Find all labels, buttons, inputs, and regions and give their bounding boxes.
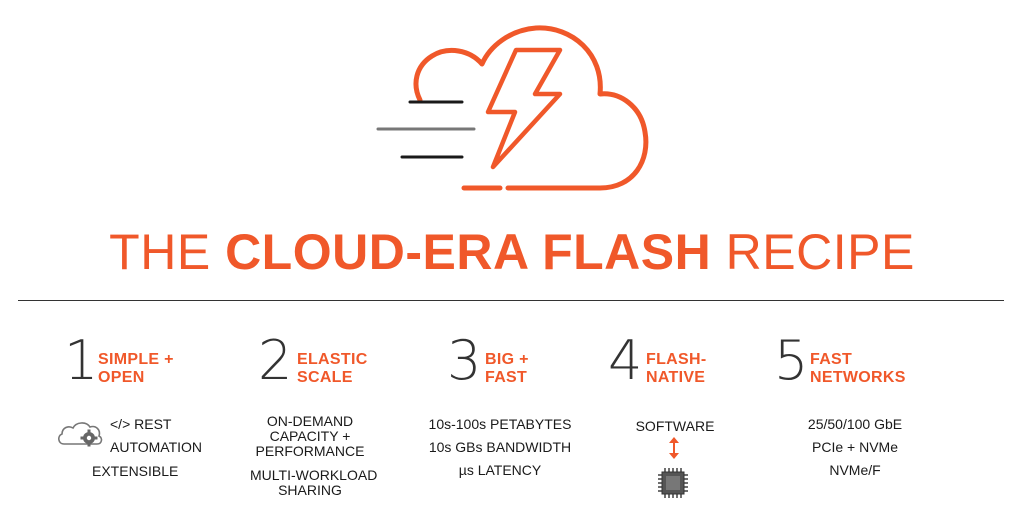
column-heading-line1: BIG + [485, 351, 529, 368]
list-item: AUTOMATION [110, 439, 203, 455]
speed-lines-icon [376, 100, 476, 159]
column-heading-line2: NATIVE [646, 369, 706, 386]
column-number: 5 [774, 329, 809, 392]
list-item: ON-DEMAND [266, 413, 354, 429]
column-number: 4 [608, 329, 643, 392]
list-item: EXTENSIBLE [92, 463, 179, 479]
cloud-gear-icon [58, 422, 103, 447]
column-number: 3 [447, 329, 482, 392]
column-heading-line1: FAST [810, 351, 853, 368]
column-heading-line2: OPEN [98, 369, 145, 386]
list-item: MULTI-WORKLOAD [250, 467, 378, 483]
list-item: CAPACITY + [269, 428, 351, 444]
list-item: PCIe + NVMe [812, 439, 898, 455]
list-item: PERFORMANCE [255, 443, 365, 459]
list-item: 10s-100s PETABYTES [428, 416, 572, 432]
page-title: THE CLOUD-ERA FLASH RECIPE [0, 222, 1024, 282]
column-heading-line2: SCALE [297, 369, 353, 386]
chip-icon [658, 468, 688, 498]
column-heading-line1: ELASTIC [297, 351, 368, 368]
list-item: SOFTWARE [635, 418, 715, 434]
list-item: SHARING [278, 482, 342, 498]
list-item: NVMe/F [829, 462, 881, 478]
up-down-arrow-icon [669, 437, 679, 459]
column-heading-line1: SIMPLE + [98, 351, 174, 368]
title-part1: THE [109, 224, 226, 280]
list-item: µs LATENCY [458, 462, 542, 478]
title-part2: RECIPE [711, 224, 915, 280]
list-item: </> REST [110, 416, 172, 432]
column-number: 1 [64, 329, 99, 392]
column-heading-line1: FLASH- [646, 351, 707, 368]
column-heading-line2: FAST [485, 369, 528, 386]
cloud-lightning-icon [413, 25, 649, 191]
divider [18, 300, 1004, 301]
list-item: 10s GBs BANDWIDTH [428, 439, 572, 455]
list-item: 25/50/100 GbE [807, 416, 903, 432]
hero-illustration [376, 25, 649, 191]
title-bold: CLOUD-ERA FLASH [225, 224, 712, 280]
column-number: 2 [258, 329, 293, 392]
column-heading-line2: NETWORKS [810, 369, 906, 386]
